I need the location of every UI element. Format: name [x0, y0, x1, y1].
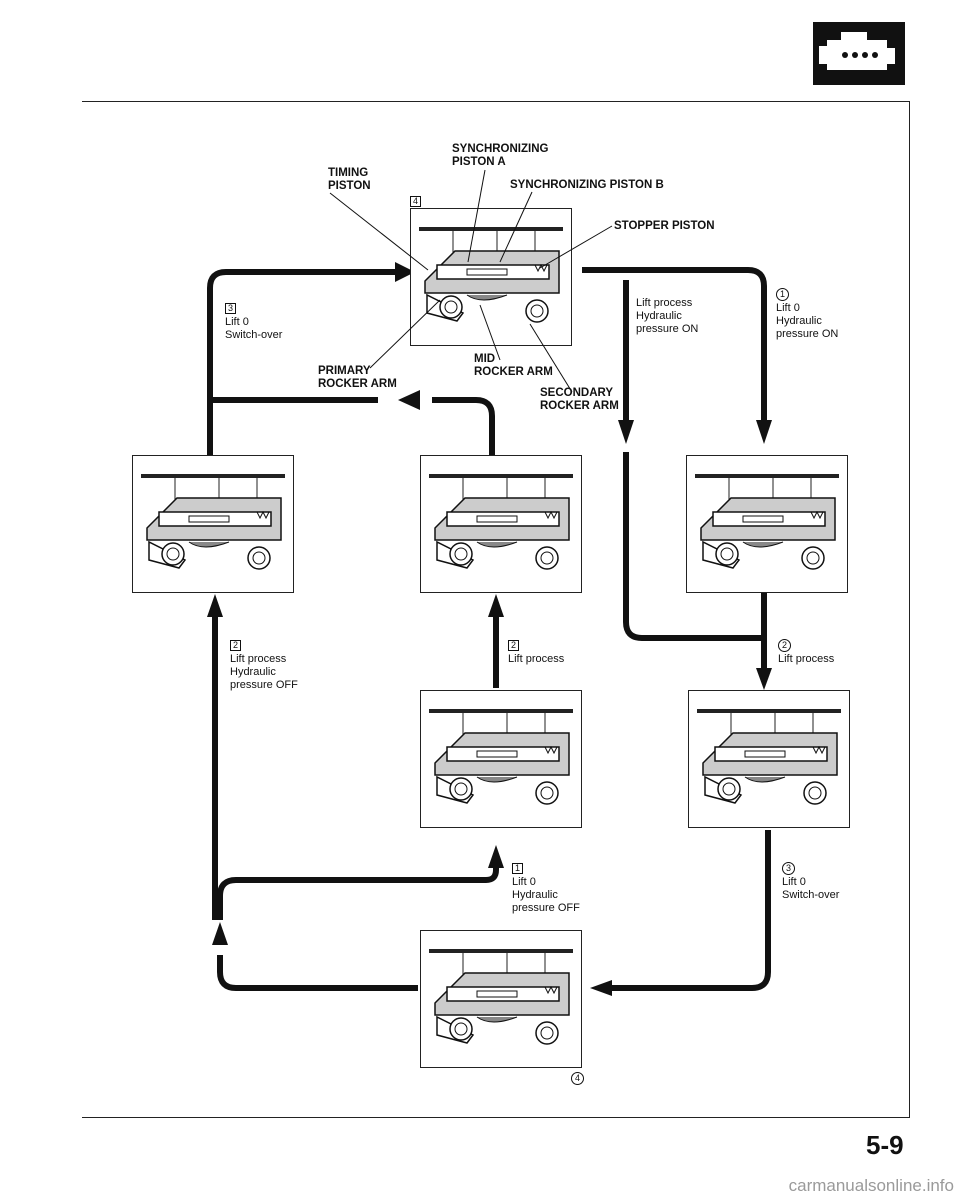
step-number: 4: [571, 1072, 584, 1085]
engine-icon: [813, 22, 905, 85]
mechanism-panel-top: [410, 208, 572, 346]
step-number: 1: [776, 288, 789, 301]
step-bottom-4: 4: [571, 1068, 584, 1086]
step-center-lift-on: Lift process Hydraulic pressure ON: [636, 297, 699, 335]
label-primary-rocker-arm: PRIMARY ROCKER ARM: [318, 365, 397, 390]
step-left-3: 3 Lift 0 Switch-over: [225, 298, 282, 342]
step-text: Lift 0 Switch-over: [782, 876, 840, 901]
step-number: 2: [230, 640, 242, 651]
step-number: 4: [410, 196, 422, 207]
step-text: Lift process Hydraulic pressure OFF: [230, 653, 298, 691]
step-marker-top: 4: [410, 191, 422, 209]
step-right-3: 3 Lift 0 Switch-over: [782, 858, 839, 902]
footer-rule: [82, 1117, 910, 1118]
page-number: 5-9: [866, 1130, 904, 1160]
step-text: Lift process: [778, 653, 835, 665]
mechanism-panel-3: [686, 455, 848, 593]
mechanism-panel-5: [688, 690, 850, 828]
step-left-2: 2 Lift process Hydraulic pressure OFF: [230, 635, 298, 692]
step-number: 3: [782, 862, 795, 875]
watermark-footer: carmanualsonline.info: [788, 1176, 954, 1195]
label-synchronizing-piston-b: SYNCHRONIZING PISTON B: [510, 179, 664, 191]
mechanism-panel-1: [132, 455, 294, 593]
step-mid-1: 1 Lift 0 Hydraulic pressure OFF: [512, 858, 580, 915]
step-number: 2: [778, 639, 791, 652]
step-number: 3: [225, 303, 237, 314]
step-right-1: 1 Lift 0 Hydraulic pressure ON: [776, 284, 838, 341]
frame-right-rule: [909, 101, 910, 1117]
step-number: 1: [512, 863, 524, 874]
mechanism-panel-4: [420, 690, 582, 828]
label-timing-piston: TIMING PISTON: [328, 167, 371, 192]
step-text: Lift 0 Hydraulic pressure ON: [776, 302, 839, 340]
step-right-2: 2 Lift process: [778, 635, 834, 666]
step-number: 2: [508, 640, 520, 651]
label-synchronizing-piston-a: SYNCHRONIZING PISTON A: [452, 143, 549, 168]
label-stopper-piston: STOPPER PISTON: [614, 220, 715, 232]
label-mid-rocker-arm: MID ROCKER ARM: [474, 353, 553, 378]
step-text: Lift process: [508, 653, 565, 665]
mechanism-panel-2: [420, 455, 582, 593]
step-text: Lift 0 Hydraulic pressure OFF: [512, 876, 580, 914]
header-rule: [82, 101, 910, 102]
mechanism-panel-6: [420, 930, 582, 1068]
step-text: Lift 0 Switch-over: [225, 316, 283, 341]
step-mid-2: 2 Lift process: [508, 635, 564, 666]
label-secondary-rocker-arm: SECONDARY ROCKER ARM: [540, 387, 619, 412]
